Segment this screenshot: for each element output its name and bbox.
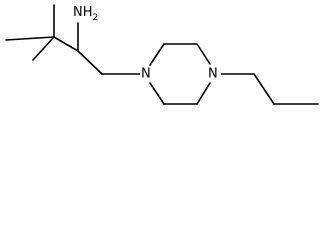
aminoethyl-chain [77,22,141,75]
bond-c3-to-n4 [196,43,211,65]
bond-methyl-left [5,36,55,41]
bond-n4-to-c5 [196,82,211,105]
bond-propyl-c1-to-c2 [253,73,275,105]
piperazine-ring [149,43,211,105]
piperazine-n1-text: N [141,67,151,82]
bond-ch-to-ch2 [77,50,103,75]
tert-butyl-group [5,4,79,61]
propyl-group [219,73,319,105]
piperazine-n4-label: N [207,66,221,82]
amine-label: NH2 [72,3,98,23]
bond-n1-to-c2 [149,43,165,66]
bond-quaternary-to-ch [53,36,79,52]
bond-c6-to-n1 [149,82,165,105]
piperazine-n4-text: N [208,67,218,82]
amine-nitrogen-label: NH2 [73,5,98,23]
chemical-structure-diagram: NH2 N N [5,3,319,105]
bond-methyl-bottom [32,36,55,61]
piperazine-n1-label: N [140,66,154,82]
